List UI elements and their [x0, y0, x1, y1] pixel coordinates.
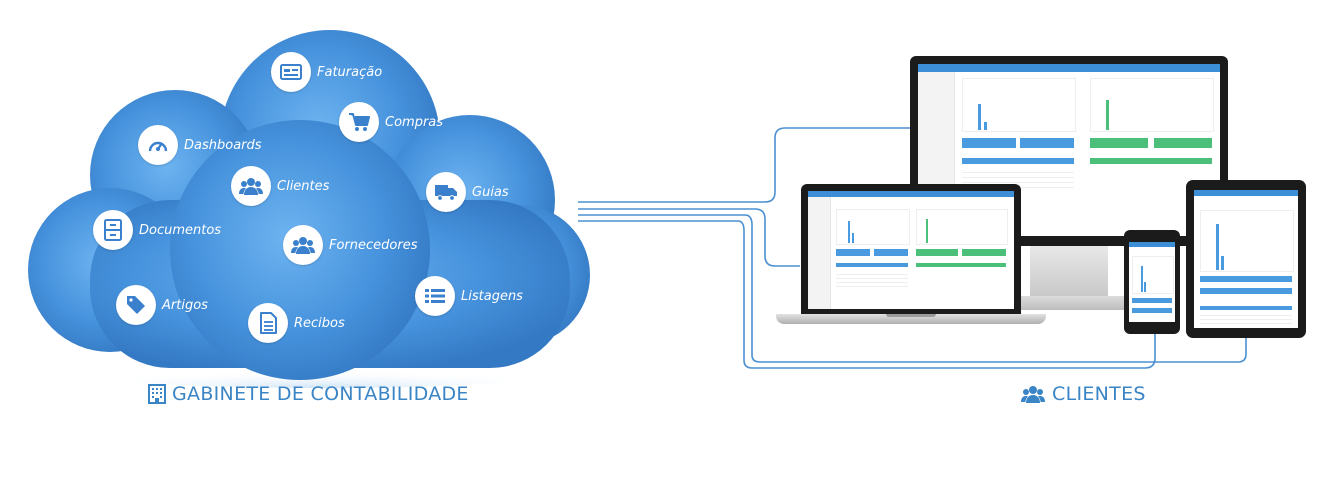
- accounting-office-caption: GABINETE DE CONTABILIDADE: [148, 383, 469, 405]
- dashboard-icon: [138, 125, 178, 165]
- caption-text: GABINETE DE CONTABILIDADE: [172, 383, 469, 405]
- feature-guias: Guias: [426, 172, 509, 212]
- building-icon: [148, 384, 166, 404]
- archive-icon: [93, 210, 133, 250]
- truck-icon: [426, 172, 466, 212]
- laptop: [776, 184, 1046, 332]
- users-icon: [1021, 386, 1045, 403]
- feature-label: Documentos: [139, 222, 222, 238]
- feature-label: Recibos: [294, 315, 345, 331]
- feature-dashboards: Dashboards: [138, 125, 262, 165]
- users-icon: [231, 166, 271, 206]
- feature-faturacao: Faturação: [271, 52, 382, 92]
- list-icon: [415, 276, 455, 316]
- feature-label: Faturação: [317, 64, 383, 80]
- feature-label: Clientes: [277, 178, 330, 194]
- feature-label: Fornecedores: [329, 237, 418, 253]
- phone: [1124, 230, 1180, 334]
- users-icon: [283, 225, 323, 265]
- feature-documentos: Documentos: [93, 210, 221, 250]
- document-icon: [248, 303, 288, 343]
- tablet: [1186, 180, 1306, 338]
- phone-screen: [1129, 242, 1175, 322]
- tablet-screen: [1194, 190, 1298, 328]
- invoice-icon: [271, 52, 311, 92]
- feature-label: Artigos: [162, 297, 208, 313]
- feature-listagens: Listagens: [415, 276, 523, 316]
- feature-label: Guias: [472, 184, 509, 200]
- feature-label: Listagens: [461, 288, 523, 304]
- feature-label: Compras: [385, 114, 444, 130]
- clients-caption: CLIENTES: [1020, 383, 1146, 405]
- feature-compras: Compras: [339, 102, 443, 142]
- feature-fornecedores: Fornecedores: [283, 225, 417, 265]
- feature-label: Dashboards: [184, 137, 262, 153]
- feature-clientes: Clientes: [231, 166, 329, 206]
- tags-icon: [116, 285, 156, 325]
- cart-icon: [339, 102, 379, 142]
- feature-artigos: Artigos: [116, 285, 208, 325]
- laptop-screen: [808, 191, 1014, 309]
- feature-recibos: Recibos: [248, 303, 345, 343]
- caption-text: CLIENTES: [1052, 383, 1146, 405]
